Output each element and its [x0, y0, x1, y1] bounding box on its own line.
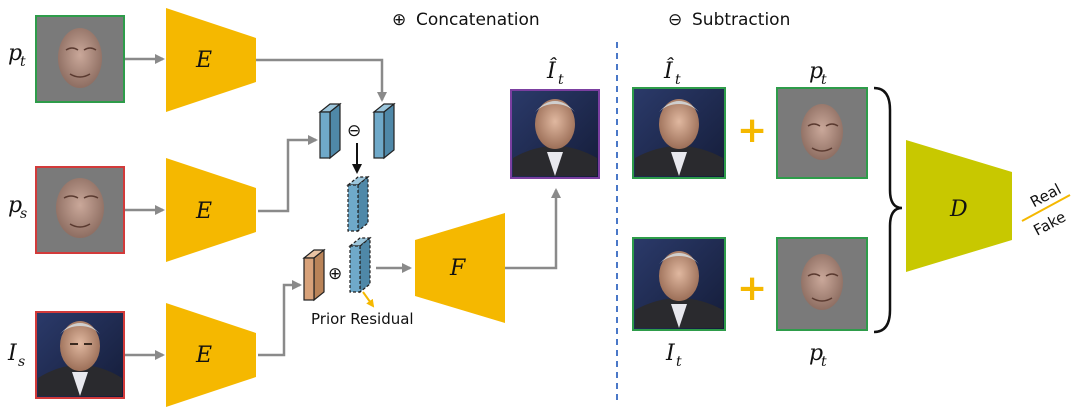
- sub-t: t: [20, 54, 26, 70]
- sub-t: t: [821, 72, 827, 88]
- legend-subtraction: ⊖ Subtraction: [668, 10, 790, 30]
- var-p: p: [8, 193, 22, 218]
- var-i-hat: Î: [546, 57, 557, 84]
- var-i: I: [7, 341, 18, 366]
- discriminator-label: D: [949, 197, 968, 222]
- sub-s: s: [20, 206, 27, 222]
- residual-feature-block: [346, 175, 370, 233]
- var-p: p: [809, 341, 823, 366]
- var-i-hat: Î: [663, 57, 674, 84]
- pose-image-ps: [35, 166, 125, 254]
- var-p: p: [8, 41, 22, 66]
- pair-image-generated: [632, 87, 726, 179]
- sub-t: t: [821, 354, 827, 370]
- sub-s: s: [18, 354, 25, 370]
- discriminator-d: D: [906, 140, 1012, 272]
- arrow-pt-feature: [256, 58, 387, 102]
- output-label: Î t: [546, 57, 564, 88]
- plus-sign-top: +: [737, 110, 767, 151]
- encoder-label: E: [195, 343, 212, 368]
- plus-sign-bottom: +: [737, 268, 767, 309]
- pose-image-pt: [35, 15, 125, 103]
- prior-feature-block: [302, 248, 326, 302]
- encoder-label: E: [195, 199, 212, 224]
- real-label: Real: [1027, 180, 1064, 211]
- var-p: p: [809, 59, 823, 84]
- sub-t: t: [558, 72, 564, 88]
- sub-t: t: [675, 72, 681, 88]
- subtract-symbol: ⊖: [347, 121, 361, 141]
- feature-block-ps: [318, 102, 342, 160]
- concat-operator: ⊕: [328, 264, 342, 284]
- encoder-is: E: [166, 303, 256, 407]
- subtract-symbol: ⊖: [668, 10, 682, 30]
- encoder-ps: E: [166, 158, 256, 262]
- arrow-fuser-to-output: [505, 188, 561, 270]
- residual-feature-copy: [348, 236, 372, 294]
- source-image-is: [35, 311, 125, 399]
- pair-image-real: [632, 237, 726, 331]
- var-i: I: [665, 341, 676, 366]
- legend-concatenation: ⊕ Concatenation: [392, 10, 540, 30]
- subtract-label: Subtraction: [692, 10, 790, 30]
- real-fake-divider: [1021, 194, 1071, 222]
- concat-symbol: ⊕: [328, 264, 342, 284]
- concat-label: Concatenation: [416, 10, 540, 30]
- subtract-operator: ⊖: [347, 121, 361, 141]
- pair-label-top-right: p t: [809, 59, 827, 88]
- arrow-is-feature: [258, 280, 302, 357]
- classification-output: Real Fake: [1021, 180, 1071, 239]
- label-is-input: I s: [7, 341, 25, 370]
- arrow-ps-feature: [258, 135, 318, 213]
- pair-label-bottom-left: I t: [665, 341, 682, 370]
- pair-label-top-left: Î t: [663, 57, 681, 88]
- prior-residual-pointer: [362, 291, 375, 308]
- fuser-label: F: [449, 256, 466, 281]
- pair-label-bottom-right: p t: [809, 341, 827, 370]
- sub-t: t: [676, 354, 682, 370]
- fuser-f: F: [415, 213, 505, 323]
- prior-residual-label: Prior Residual: [311, 310, 414, 328]
- grouping-brace: [873, 86, 903, 334]
- encoder-label: E: [195, 48, 212, 73]
- concat-symbol: ⊕: [392, 10, 406, 30]
- pair-image-pose-top: [776, 87, 868, 179]
- feature-block-pt: [372, 102, 396, 160]
- pair-image-pose-bottom: [776, 237, 868, 331]
- label-pt-input: p t: [8, 41, 26, 70]
- encoder-pt: E: [166, 8, 256, 112]
- generated-image: [510, 89, 600, 179]
- label-ps-input: p s: [8, 193, 27, 222]
